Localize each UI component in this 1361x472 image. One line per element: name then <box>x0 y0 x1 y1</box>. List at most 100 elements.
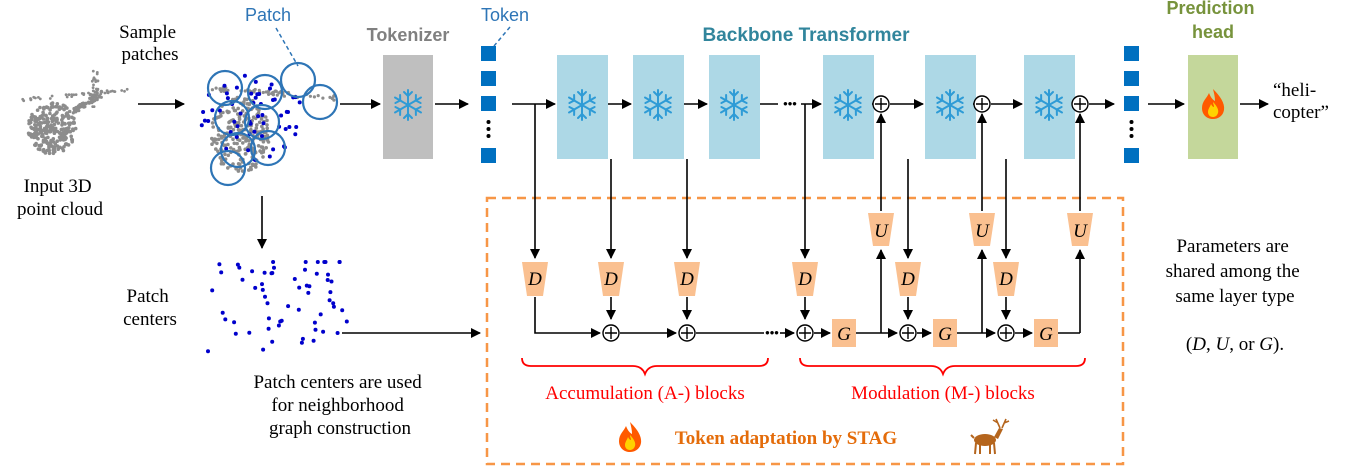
center-point <box>311 338 316 343</box>
point <box>245 102 250 106</box>
point <box>199 123 204 128</box>
point <box>41 106 46 110</box>
patch-circles <box>206 61 339 187</box>
tokenizer-label: Tokenizer <box>367 25 450 45</box>
point <box>221 110 225 115</box>
u-labels: U U U <box>874 221 1088 242</box>
point <box>321 96 325 100</box>
point <box>267 154 272 159</box>
point <box>29 125 33 130</box>
token-square <box>481 96 496 111</box>
center-point <box>307 284 312 289</box>
top-add-signs <box>875 98 1086 110</box>
point <box>283 127 288 131</box>
point <box>211 125 215 129</box>
d-labels: D D D D D D <box>527 269 1013 290</box>
u-layer <box>1067 213 1093 246</box>
center-point <box>270 339 275 344</box>
patch-circle <box>209 149 247 187</box>
point <box>261 148 266 152</box>
center-point <box>337 260 342 264</box>
d-layer <box>674 262 700 296</box>
point <box>28 132 33 136</box>
point <box>287 125 292 129</box>
point <box>50 114 55 118</box>
point <box>226 142 230 147</box>
center-point <box>250 269 255 274</box>
token-dot <box>486 127 491 131</box>
point <box>332 98 336 102</box>
point <box>89 92 92 96</box>
point <box>232 141 237 146</box>
point <box>70 137 74 142</box>
center-point <box>235 262 240 267</box>
point <box>237 117 242 121</box>
center-point <box>253 285 258 290</box>
point <box>219 134 224 139</box>
point <box>91 86 95 90</box>
point <box>227 110 231 114</box>
point <box>251 115 256 119</box>
point <box>73 126 78 131</box>
point <box>61 130 66 135</box>
point <box>227 120 231 125</box>
token-dot <box>1129 120 1134 124</box>
point <box>76 104 81 108</box>
point <box>48 97 52 100</box>
point <box>62 107 66 112</box>
point <box>64 136 68 140</box>
point <box>44 113 48 118</box>
point <box>95 72 99 76</box>
point <box>265 123 269 127</box>
point <box>232 119 237 124</box>
point <box>49 144 54 148</box>
point <box>253 87 257 92</box>
point <box>238 111 243 116</box>
point <box>214 86 218 90</box>
token-dot <box>486 134 491 138</box>
d-layer <box>993 262 1019 296</box>
point <box>328 95 332 99</box>
point <box>32 95 36 99</box>
point <box>316 94 320 98</box>
point <box>254 126 259 130</box>
point <box>92 76 96 80</box>
params-note: Parameters are shared among the same lay… <box>1166 236 1305 307</box>
point <box>256 144 261 148</box>
point <box>275 93 279 97</box>
output-label: “heli- copter” <box>1273 80 1329 123</box>
point <box>33 123 37 127</box>
u-up-arrows <box>876 113 1085 333</box>
patch-circle <box>301 83 339 121</box>
point <box>249 91 254 96</box>
center-point <box>315 260 320 264</box>
point <box>271 98 275 102</box>
center-point <box>314 271 319 276</box>
point <box>243 97 247 101</box>
point <box>60 146 65 151</box>
point <box>254 165 258 169</box>
point <box>210 142 214 146</box>
params-note-layer-types: (D, U, or G). <box>1186 334 1284 355</box>
point <box>55 116 59 121</box>
point <box>260 134 264 139</box>
point <box>244 136 249 141</box>
token-square <box>1124 96 1139 111</box>
center-point <box>322 260 327 264</box>
point <box>27 121 31 126</box>
point <box>246 148 251 153</box>
point <box>51 125 55 130</box>
g-layer-label: G <box>938 324 952 345</box>
point <box>33 132 38 137</box>
point <box>46 135 50 140</box>
point <box>91 89 95 93</box>
point <box>249 167 253 171</box>
point <box>219 114 223 118</box>
point <box>33 117 38 121</box>
point <box>38 120 42 125</box>
point <box>53 126 58 131</box>
point <box>120 89 124 92</box>
point <box>233 108 238 113</box>
point <box>243 89 247 93</box>
